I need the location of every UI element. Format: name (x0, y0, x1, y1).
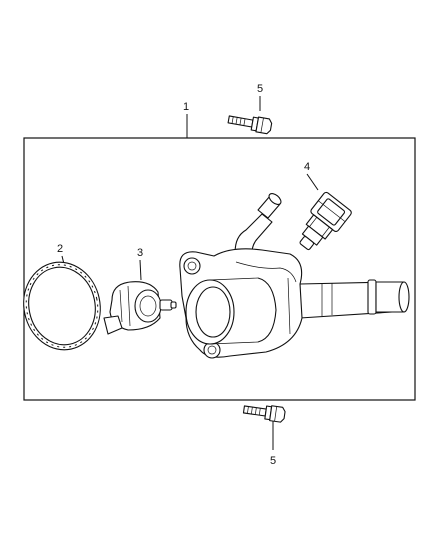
leader-line-4 (306, 173, 319, 191)
callout-label-1: 1 (183, 101, 189, 113)
callout-label-4: 4 (304, 161, 310, 173)
bolt-top: 5 (227, 83, 273, 135)
thermostat-housing (179, 193, 410, 359)
callout-label-5-top: 5 (257, 83, 263, 95)
callout-label-2: 2 (57, 243, 63, 255)
gasket-ring: 2 (23, 243, 101, 351)
callout-label-3: 3 (137, 247, 143, 259)
callout-1: 1 (183, 101, 189, 138)
thermostat: 3 (103, 247, 177, 335)
bolt-bottom: 5 (242, 405, 286, 467)
leader-line-3 (139, 259, 142, 281)
callout-label-5-bottom: 5 (270, 455, 276, 467)
assembly-frame (23, 137, 416, 401)
temperature-sensor: 4 (299, 161, 352, 251)
